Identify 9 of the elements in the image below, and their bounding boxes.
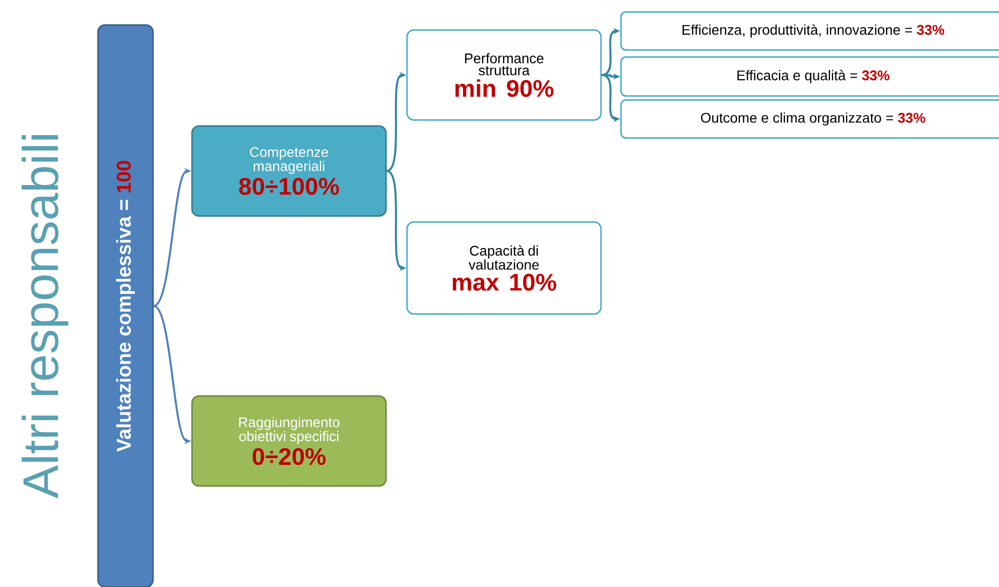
title-text: Altri responsabili xyxy=(22,135,68,498)
process-box: Competenze manageriali 80÷100% xyxy=(191,125,387,217)
process-box: Capacità di valutazione max 10% xyxy=(406,221,602,315)
result-box: Efficacia e qualità = 33% xyxy=(620,56,999,97)
result-box: Outcome e clima organizzato = 33% xyxy=(620,99,999,139)
result-box: Efficienza, produttività, innovazione = 33% xyxy=(620,11,999,51)
process-box: Performance struttura min 90% xyxy=(406,29,602,121)
process-box: Raggiungimento obiettivi specifici 0÷20% xyxy=(191,395,387,487)
vertical-bar: Valutazione complessiva = 100 xyxy=(97,24,154,587)
